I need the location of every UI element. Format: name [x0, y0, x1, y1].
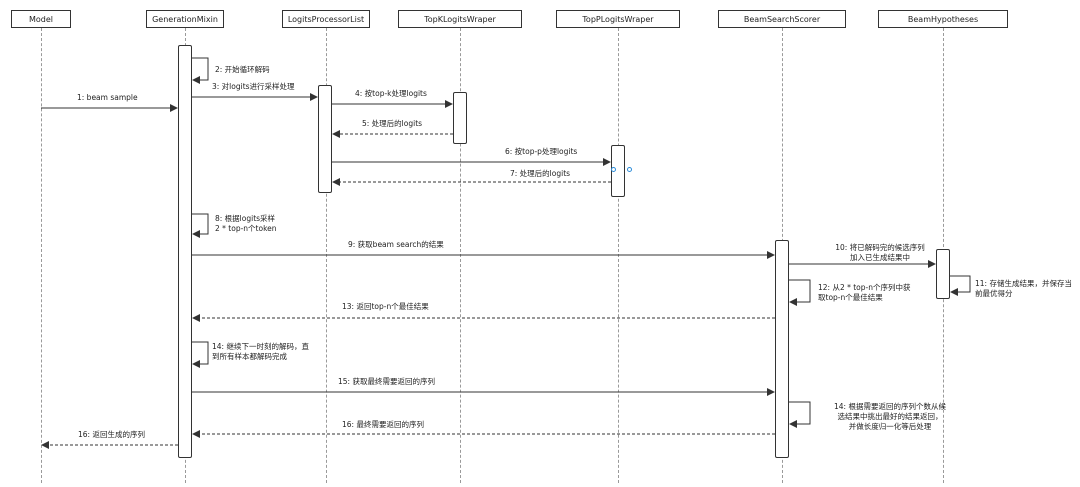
msg-16: 16: 最终需要返回的序列: [342, 420, 424, 429]
arrow-2-self: [192, 57, 209, 84]
msg-8: 8: 根据logits采样 2 * top-n个token: [215, 214, 277, 233]
arrow-12-self: [789, 279, 811, 306]
msg-11: 11: 存储生成结果，并保存当 前最优得分: [975, 279, 1072, 298]
msg-7: 7: 处理后的logits: [510, 169, 571, 178]
msg-14b: 14: 根据需要返回的序列个数从候 选结果中挑出最好的结果返回， 并做长度归一化…: [834, 402, 946, 431]
msg-1: 1: beam sample: [77, 93, 138, 102]
participant-model: Model: [11, 10, 71, 28]
participant-logits-processor-list: LogitsProcessorList: [282, 10, 370, 28]
msg-13: 13: 返回top-n个最佳结果: [342, 302, 429, 311]
arrow-11-self: [950, 275, 971, 296]
arrow-14-self: [192, 341, 209, 368]
msg-10: 10: 将已解码完的候选序列 加入已生成结果中: [835, 243, 925, 262]
msg-9: 9: 获取beam search的结果: [348, 240, 444, 249]
msg-15: 15: 获取最终需要返回的序列: [338, 377, 435, 386]
arrow-14b-self: [789, 401, 811, 428]
selection-handle-right[interactable]: [627, 167, 632, 172]
activation-generation-mixin: [178, 45, 192, 458]
msg-16b: 16: 返回生成的序列: [78, 430, 145, 439]
participant-beam-hypotheses: BeamHypotheses: [878, 10, 1008, 28]
msg-14: 14: 继续下一时刻的解码，直 到所有样本都解码完成: [212, 342, 309, 361]
participant-topp-logits-wraper: TopPLogitsWraper: [556, 10, 680, 28]
msg-5: 5: 处理后的logits: [362, 119, 423, 128]
activation-topk-logits-wraper: [453, 92, 467, 144]
participant-topk-logits-wraper: TopKLogitsWraper: [398, 10, 522, 28]
msg-2: 2: 开始循环解码: [215, 65, 270, 74]
selection-handle-left[interactable]: [611, 167, 616, 172]
participant-beam-search-scorer: BeamSearchScorer: [718, 10, 846, 28]
activation-logits-processor-list: [318, 85, 332, 193]
msg-3: 3: 对logits进行采样处理: [212, 82, 295, 91]
activation-beam-hypotheses: [936, 249, 950, 299]
msg-12: 12: 从2 * top-n个序列中获 取top-n个最佳结果: [818, 283, 911, 302]
participant-generation-mixin: GenerationMixin: [146, 10, 224, 28]
lifeline-model: [41, 28, 42, 483]
msg-4: 4: 按top-k处理logits: [355, 89, 427, 98]
msg-6: 6: 按top-p处理logits: [505, 147, 578, 156]
arrow-8-self: [192, 213, 209, 238]
activation-beam-search-scorer: [775, 240, 789, 458]
